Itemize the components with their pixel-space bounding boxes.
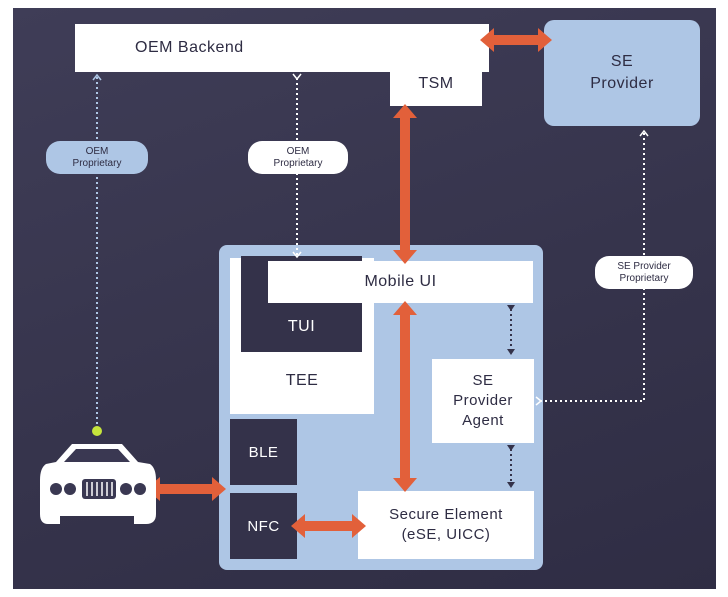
nfc-box: NFC <box>230 493 297 559</box>
oem-proprietary-center-label: OEM Proprietary <box>273 145 323 169</box>
se-provider-proprietary-label: SE Provider Proprietary <box>617 260 671 284</box>
ble-label: BLE <box>248 443 279 461</box>
arrow-mobile-secure-element <box>393 301 417 492</box>
tsm-label: TSM <box>418 75 454 92</box>
mobile-ui-label: Mobile UI <box>364 273 437 290</box>
se-provider-box: SE Provider <box>544 20 700 126</box>
oem-proprietary-center-pill: OEM Proprietary <box>248 141 348 174</box>
tsm-box: TSM <box>390 62 482 106</box>
secure-element-box: Secure Element (eSE, UICC) <box>358 491 534 559</box>
car-icon <box>40 426 156 524</box>
arrow-oem-se-provider <box>480 28 552 52</box>
se-provider-proprietary-pill: SE Provider Proprietary <box>595 256 693 289</box>
arrow-nfc-secure-element <box>291 514 366 538</box>
ble-box: BLE <box>230 419 297 485</box>
arrow-car-ble <box>146 477 226 501</box>
se-provider-agent-label: SE Provider Agent <box>453 372 513 429</box>
oem-backend-label: OEM Backend <box>135 39 244 56</box>
tui-label: TUI <box>287 318 316 335</box>
se-provider-agent-box: SE Provider Agent <box>432 359 534 443</box>
orange-arrows <box>146 28 552 538</box>
se-provider-label: SE Provider <box>590 53 654 92</box>
nfc-label: NFC <box>247 517 280 535</box>
tee-label: TEE <box>285 372 319 389</box>
secure-element-label: Secure Element (eSE, UICC) <box>389 506 503 543</box>
arrow-tsm-mobile <box>393 104 417 264</box>
oem-proprietary-left-label: OEM Proprietary <box>72 145 122 169</box>
oem-proprietary-left-pill: OEM Proprietary <box>46 141 148 174</box>
mobile-ui-box: Mobile UI <box>268 261 533 303</box>
